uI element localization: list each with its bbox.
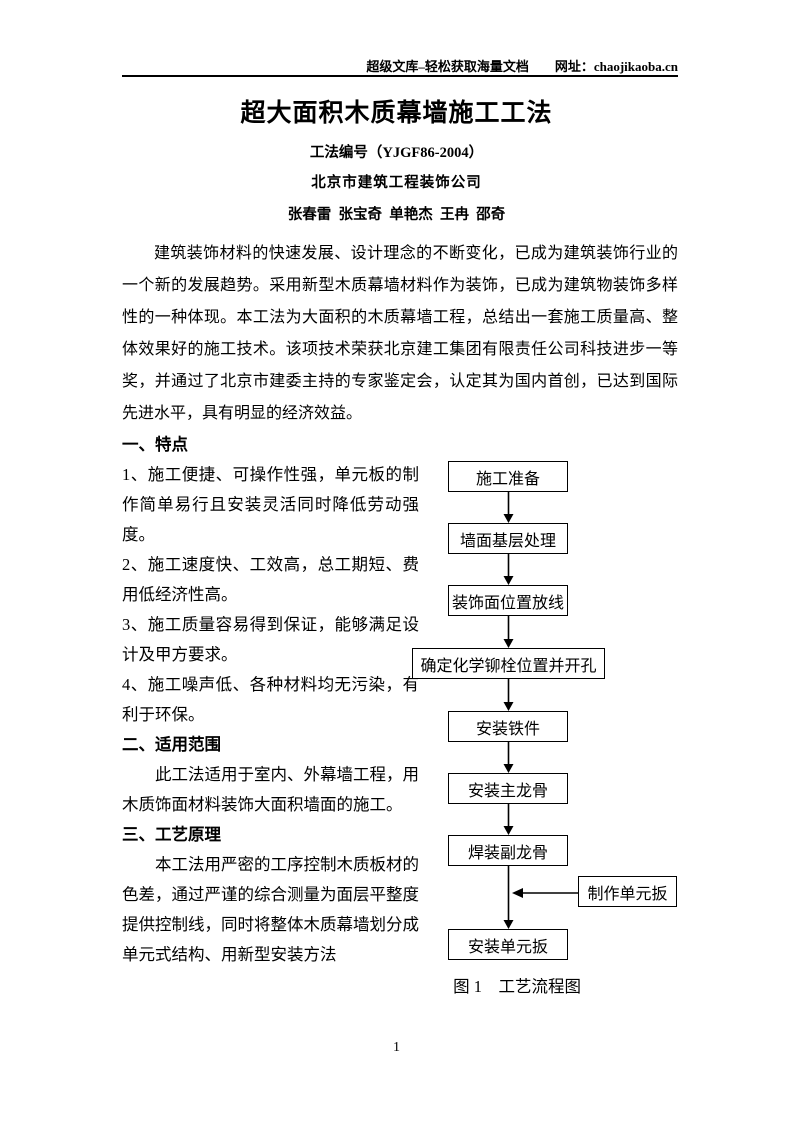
scope-paragraph: 此工法适用于室内、外幕墙工程，用木质饰面材料装饰大面积墙面的施工。 xyxy=(122,765,419,814)
document-title: 超大面积木质幕墙施工工法 xyxy=(240,100,553,127)
feature-item-2: 2、施工速度快、工效高，总工期短、费用低经济性高。 xyxy=(122,555,419,604)
method-code: 工法编号（YJGF86-2004） xyxy=(309,145,484,161)
flowchart-step-layout-lines: 装饰面位置放线 xyxy=(448,585,568,616)
authors-line: 张春雷 张宝奇 单艳杰 王冉 邵奇 xyxy=(287,207,506,223)
section-heading-features: 一、特点 xyxy=(122,436,188,454)
flowchart-step-anchor-holes: 确定化学铆栓位置并开孔 xyxy=(412,648,605,679)
company-name: 北京市建筑工程装饰公司 xyxy=(311,175,482,191)
flowchart-connector-arrows xyxy=(503,492,578,929)
feature-item-4: 4、施工噪声低、各种材料均无污染，有利于环保。 xyxy=(122,675,419,724)
feature-item-3: 3、施工质量容易得到保证，能够满足设计及甲方要求。 xyxy=(122,615,419,664)
page-number: 1 xyxy=(393,1040,400,1055)
section-heading-principle: 三、工艺原理 xyxy=(122,826,221,844)
process-flowchart: 施工准备 墙面基层处理 装饰面位置放线 确定化学铆栓位置并开孔 安装铁件 安装主… xyxy=(412,455,678,1015)
flowchart-step-preparation: 施工准备 xyxy=(448,461,568,492)
flowchart-step-install-unit-panel: 安装单元扳 xyxy=(448,929,568,960)
page-header: 超级文库–轻松获取海量文档 网址：chaojikaoba.cn xyxy=(122,56,678,75)
section-heading-scope: 二、适用范围 xyxy=(122,736,221,754)
left-column: 一、特点 1、施工便捷、可操作性强，单元板的制作简单易行且安装灵活同时降低劳动强… xyxy=(122,430,419,970)
flowchart-step-iron-parts: 安装铁件 xyxy=(448,711,568,742)
intro-paragraph: 建筑装饰材料的快速发展、设计理念的不断变化，已成为建筑装饰行业的一个新的发展趋势… xyxy=(122,245,678,422)
header-site-url: 网址：chaojikaoba.cn xyxy=(554,59,678,74)
flowchart-step-base-treatment: 墙面基层处理 xyxy=(448,523,568,554)
flowchart-step-main-keel: 安装主龙骨 xyxy=(448,773,568,804)
flowchart-step-sub-keel: 焊装副龙骨 xyxy=(448,835,568,866)
flowchart-step-make-unit-panel: 制作单元扳 xyxy=(578,876,677,907)
feature-item-1: 1、施工便捷、可操作性强，单元板的制作简单易行且安装灵活同时降低劳动强度。 xyxy=(122,465,419,544)
header-rule xyxy=(122,75,678,77)
figure-caption: 图 1 工艺流程图 xyxy=(453,977,581,996)
principle-paragraph: 本工法用严密的工序控制木质板材的色差，通过严谨的综合测量为面层平整度提供控制线，… xyxy=(122,855,419,964)
header-brand: 超级文库–轻松获取海量文档 xyxy=(366,59,529,74)
